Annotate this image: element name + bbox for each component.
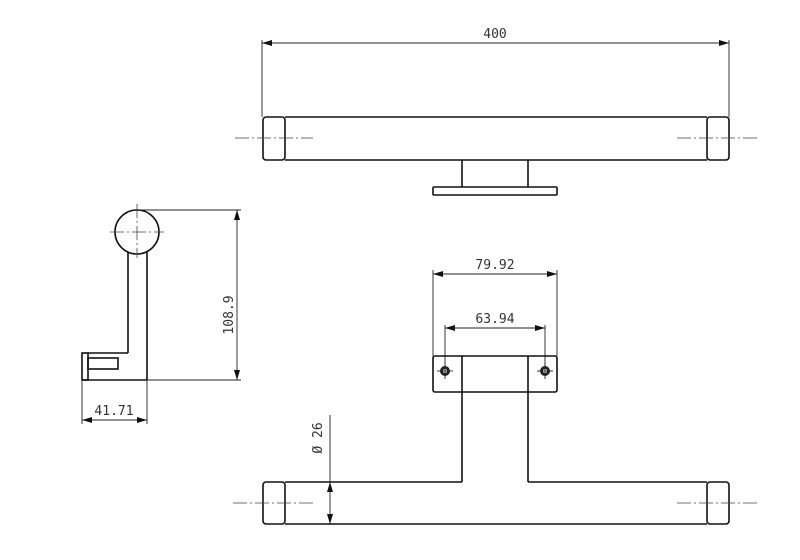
dimension-plate-width: 79.92: [475, 258, 514, 273]
dimension-overall-length: 400: [483, 27, 506, 42]
end-cap-left: [262, 116, 286, 161]
side-view: 108.9 41.71: [81, 204, 241, 424]
dimension-depth: 41.71: [94, 404, 133, 419]
base-plate: [432, 186, 558, 196]
dimension-bar-diameter: Ø 26: [311, 422, 326, 453]
end-cap-right: [706, 116, 730, 161]
screw-icon: [537, 363, 553, 379]
screw-icon: [437, 363, 453, 379]
dimension-height: 108.9: [222, 295, 237, 334]
mounting-plate: [432, 355, 558, 393]
front-view: 79.92 63.94 Ø 26: [233, 258, 757, 525]
top-view: 400: [235, 27, 757, 196]
dimension-hole-spacing: 63.94: [475, 312, 514, 327]
